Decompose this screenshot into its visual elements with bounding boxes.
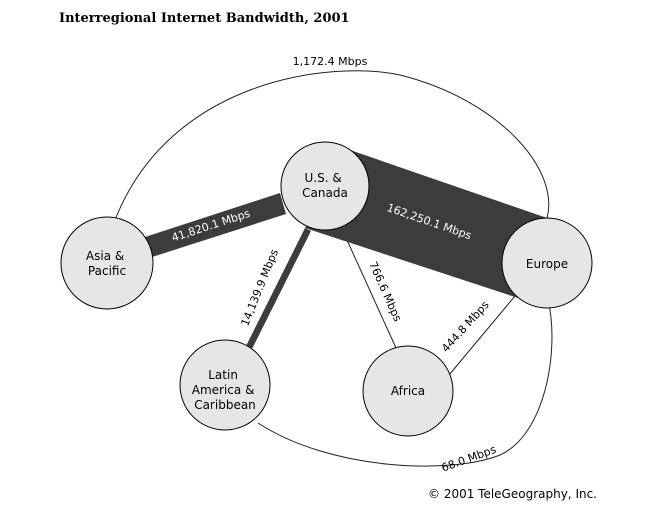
node-africa-label: Africa	[391, 384, 425, 398]
node-latin-america	[179, 339, 271, 431]
link-us-asia	[145, 193, 286, 258]
node-asia-pacific	[60, 216, 154, 310]
link-asia-europe-label: 1,172.4 Mbps	[293, 55, 368, 68]
node-latin-america-label: Latin America & Caribbean	[192, 368, 259, 412]
link-europe-africa-label: 444.8 Mbps	[439, 298, 492, 355]
node-us-canada-label: U.S. & Canada	[302, 171, 348, 200]
link-us-latam-label: 14,139.9 Mbps	[238, 247, 281, 328]
link-us-latam	[243, 228, 311, 355]
node-europe-label: Europe	[526, 257, 568, 271]
link-us-africa-label: 766.6 Mbps	[366, 260, 404, 324]
node-asia-pacific-label: Asia & Pacific	[86, 249, 128, 278]
link-asia-europe	[114, 70, 550, 221]
node-europe	[501, 217, 593, 309]
node-africa	[362, 345, 454, 437]
node-us-canada	[280, 141, 370, 231]
link-us-africa	[346, 239, 397, 349]
chart-title: Interregional Internet Bandwidth, 2001	[59, 11, 350, 26]
copyright-credit: © 2001 TeleGeography, Inc.	[428, 487, 597, 501]
link-europe-africa	[448, 295, 516, 376]
link-latam-europe	[257, 299, 553, 467]
